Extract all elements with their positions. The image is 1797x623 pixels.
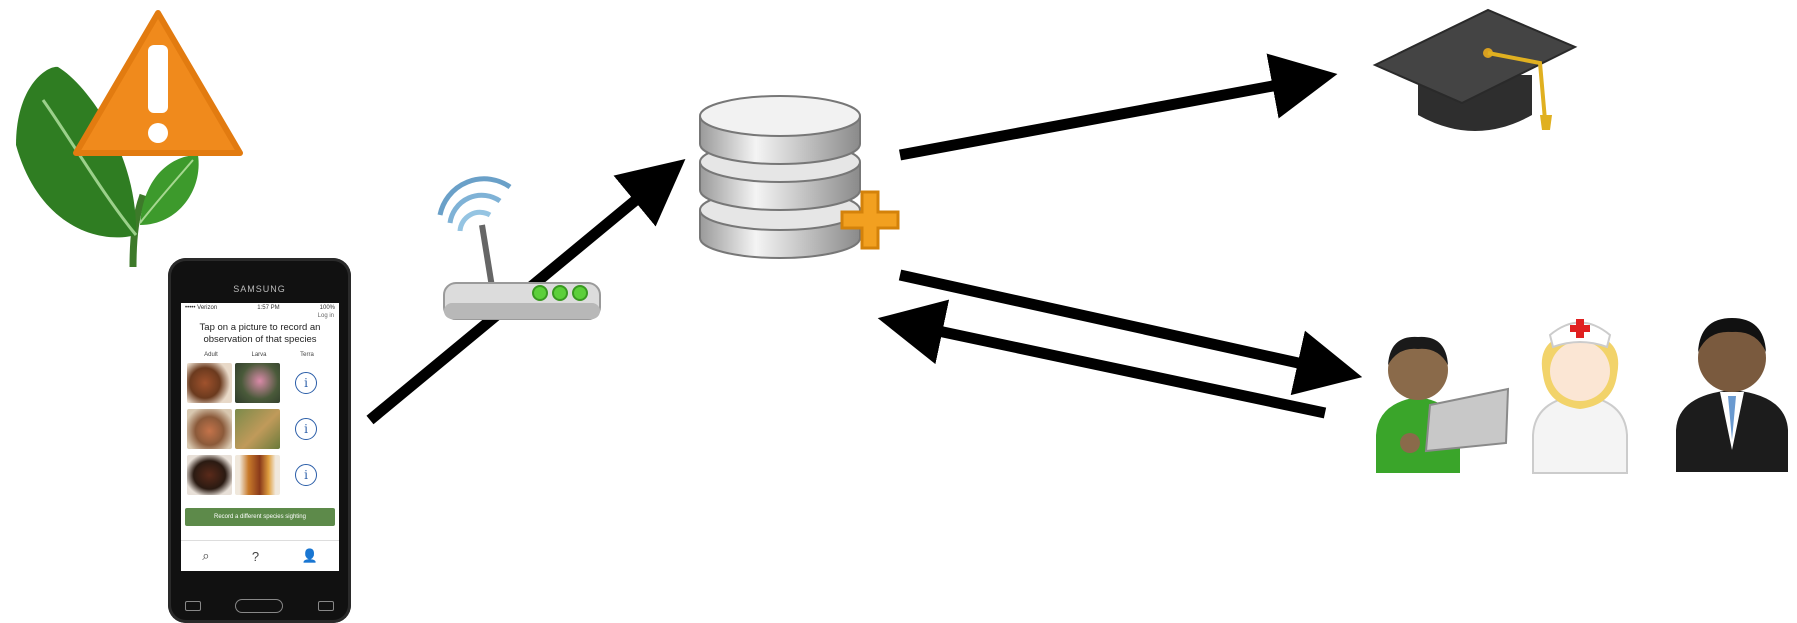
arrow-database-to-users — [898, 269, 1363, 396]
student-laptop-person-icon — [1376, 336, 1510, 473]
recent-apps-key[interactable] — [185, 601, 202, 611]
nurse-person-icon — [1532, 319, 1628, 474]
info-icon[interactable]: i — [295, 417, 317, 440]
arrow-users-to-database — [877, 299, 1327, 419]
phone-brand: SAMSUNG — [233, 284, 286, 294]
plant-warning-icon — [16, 10, 243, 268]
column-larva: Larva — [251, 351, 267, 358]
adult-thumbnail[interactable] — [187, 362, 232, 403]
back-key[interactable] — [317, 601, 334, 611]
database-add-icon — [699, 95, 900, 259]
help-icon[interactable]: ? — [251, 548, 260, 564]
tab-bar: ⌕ ? 👤 — [181, 540, 339, 571]
wifi-router-icon — [437, 176, 601, 320]
info-icon[interactable]: i — [295, 463, 317, 486]
adult-thumbnail[interactable] — [187, 408, 232, 449]
species-row: i — [181, 452, 339, 498]
larva-thumbnail[interactable] — [235, 454, 280, 495]
status-time: 1:57 PM — [257, 305, 280, 311]
species-prompt: Tap on a picture to record an observatio… — [199, 322, 321, 346]
smartphone: SAMSUNG ••••• Verizon 1:57 PM 100% Log i… — [168, 258, 351, 623]
status-carrier: ••••• Verizon — [185, 305, 218, 311]
search-icon[interactable]: ⌕ — [202, 548, 210, 563]
hardware-buttons — [168, 599, 351, 613]
status-bar: ••••• Verizon 1:57 PM 100% — [181, 303, 339, 313]
status-battery: 100% — [319, 305, 335, 311]
record-other-species-button[interactable]: Record a different species sighting — [185, 507, 335, 526]
species-row: i — [181, 360, 339, 406]
species-row: i — [181, 406, 339, 452]
column-headers: Adult Larva Terra — [181, 350, 339, 360]
adult-thumbnail[interactable] — [187, 454, 232, 495]
business-person-icon — [1676, 318, 1788, 472]
larva-thumbnail[interactable] — [235, 408, 280, 449]
column-adult: Adult — [204, 351, 218, 358]
larva-thumbnail[interactable] — [235, 362, 280, 403]
login-link[interactable]: Log in — [317, 313, 334, 319]
phone-screen: ••••• Verizon 1:57 PM 100% Log in Tap on… — [181, 303, 339, 571]
home-button[interactable] — [235, 599, 284, 613]
profile-icon[interactable]: 👤 — [301, 548, 318, 563]
graduation-cap-icon — [1372, 8, 1578, 131]
arrow-database-to-academia — [898, 53, 1338, 161]
column-terra: Terra — [300, 351, 314, 358]
info-icon[interactable]: i — [295, 371, 317, 394]
